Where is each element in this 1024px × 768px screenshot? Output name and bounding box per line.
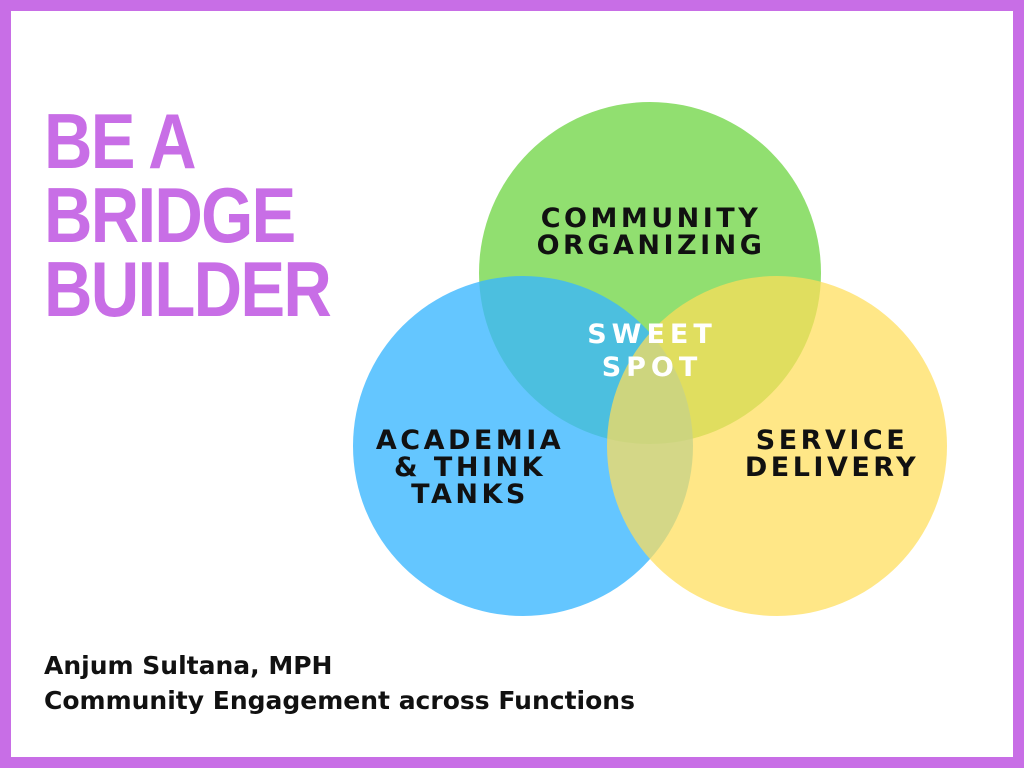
label-service-line-1: SERVICE <box>756 425 908 456</box>
label-academia-line-2: & THINK <box>394 452 546 483</box>
page-title: BE A BRIDGE BUILDER <box>44 97 332 333</box>
presentation-subtitle: Community Engagement across Functions <box>44 686 635 715</box>
label-sweet-spot-line-2: SPOT <box>602 352 703 383</box>
circle-service-delivery <box>607 276 947 616</box>
title-line-2: BRIDGE <box>44 171 296 259</box>
label-community-line-1: COMMUNITY <box>541 203 762 234</box>
label-academia-think-tanks: ACADEMIA & THINK TANKS <box>376 425 564 510</box>
label-service-line-2: DELIVERY <box>745 452 919 483</box>
circle-academia-think-tanks <box>353 276 693 616</box>
label-community-organizing: COMMUNITY ORGANIZING <box>537 203 766 261</box>
title-line-1: BE A <box>44 97 197 185</box>
title-line-3: BUILDER <box>44 245 332 333</box>
author-name: Anjum Sultana, MPH <box>44 651 333 680</box>
label-academia-line-1: ACADEMIA <box>376 425 564 456</box>
label-community-line-2: ORGANIZING <box>537 230 766 261</box>
label-academia-line-3: TANKS <box>411 479 529 510</box>
footer-credits: Anjum Sultana, MPH Community Engagement … <box>44 648 635 718</box>
label-service-delivery: SERVICE DELIVERY <box>745 425 919 483</box>
label-sweet-spot-line-1: SWEET <box>587 319 717 350</box>
label-sweet-spot: SWEET SPOT <box>587 319 717 383</box>
